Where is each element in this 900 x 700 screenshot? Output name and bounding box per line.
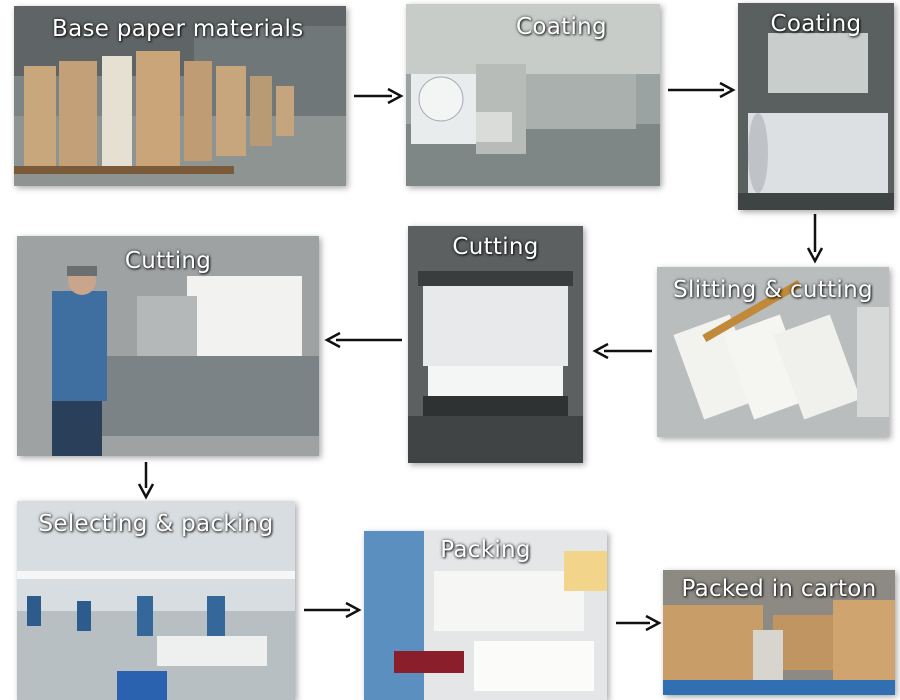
step-label: Slitting & cutting — [673, 277, 873, 303]
arrow-left-icon — [592, 342, 652, 360]
photo-packing: Packing — [364, 531, 607, 700]
step-label: Coating — [516, 14, 607, 40]
step-label: Packed in carton — [681, 576, 877, 602]
step-label: Cutting — [124, 248, 212, 274]
warehouse-rolls-image — [14, 6, 346, 186]
carton-warehouse-image — [663, 570, 895, 695]
step-label: Packing — [440, 537, 531, 563]
sheeter-machine-image — [408, 226, 583, 463]
step-label: Coating — [770, 11, 862, 37]
arrow-down-icon — [137, 462, 155, 500]
arrow-right-icon — [668, 81, 736, 99]
photo-carton: Packed in carton — [663, 570, 895, 695]
coating-roll-image — [738, 3, 894, 210]
coating-machine-image — [406, 4, 660, 186]
guillotine-cutter-image — [17, 236, 319, 456]
photo-coating-2: Coating — [738, 3, 894, 210]
workshop-packing-image — [17, 501, 295, 700]
photo-base-paper: Base paper materials — [14, 6, 346, 186]
photo-slitting: Slitting & cutting — [657, 267, 889, 437]
slitting-machine-image — [657, 267, 889, 437]
arrow-left-icon — [324, 331, 402, 349]
arrow-down-icon — [806, 214, 824, 264]
photo-coating-1: Coating — [406, 4, 660, 186]
hand-packing-image — [364, 531, 607, 700]
step-label: Base paper materials — [52, 16, 304, 42]
arrow-right-icon — [304, 601, 362, 619]
step-label: Cutting — [452, 234, 539, 260]
step-label: Selecting & packing — [38, 511, 274, 537]
arrow-right-icon — [354, 87, 404, 105]
photo-cutting-2: Cutting — [408, 226, 583, 463]
photo-selecting: Selecting & packing — [17, 501, 295, 700]
photo-cutting-1: Cutting — [17, 236, 319, 456]
arrow-right-icon — [616, 614, 662, 632]
